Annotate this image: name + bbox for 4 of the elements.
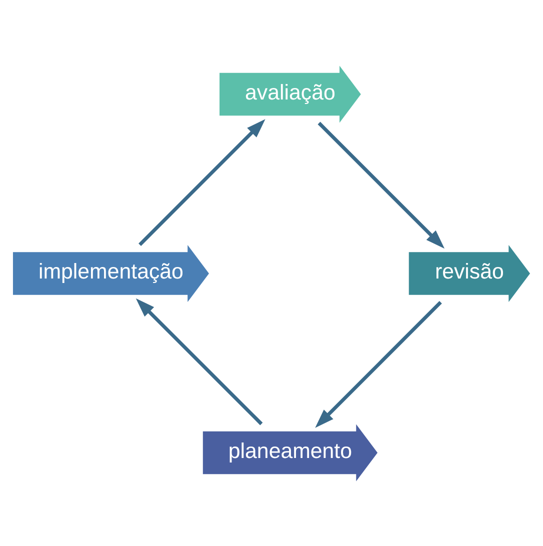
arrow [315, 300, 442, 428]
arrow [318, 121, 445, 248]
arrow [136, 298, 263, 425]
arrow [138, 118, 266, 246]
